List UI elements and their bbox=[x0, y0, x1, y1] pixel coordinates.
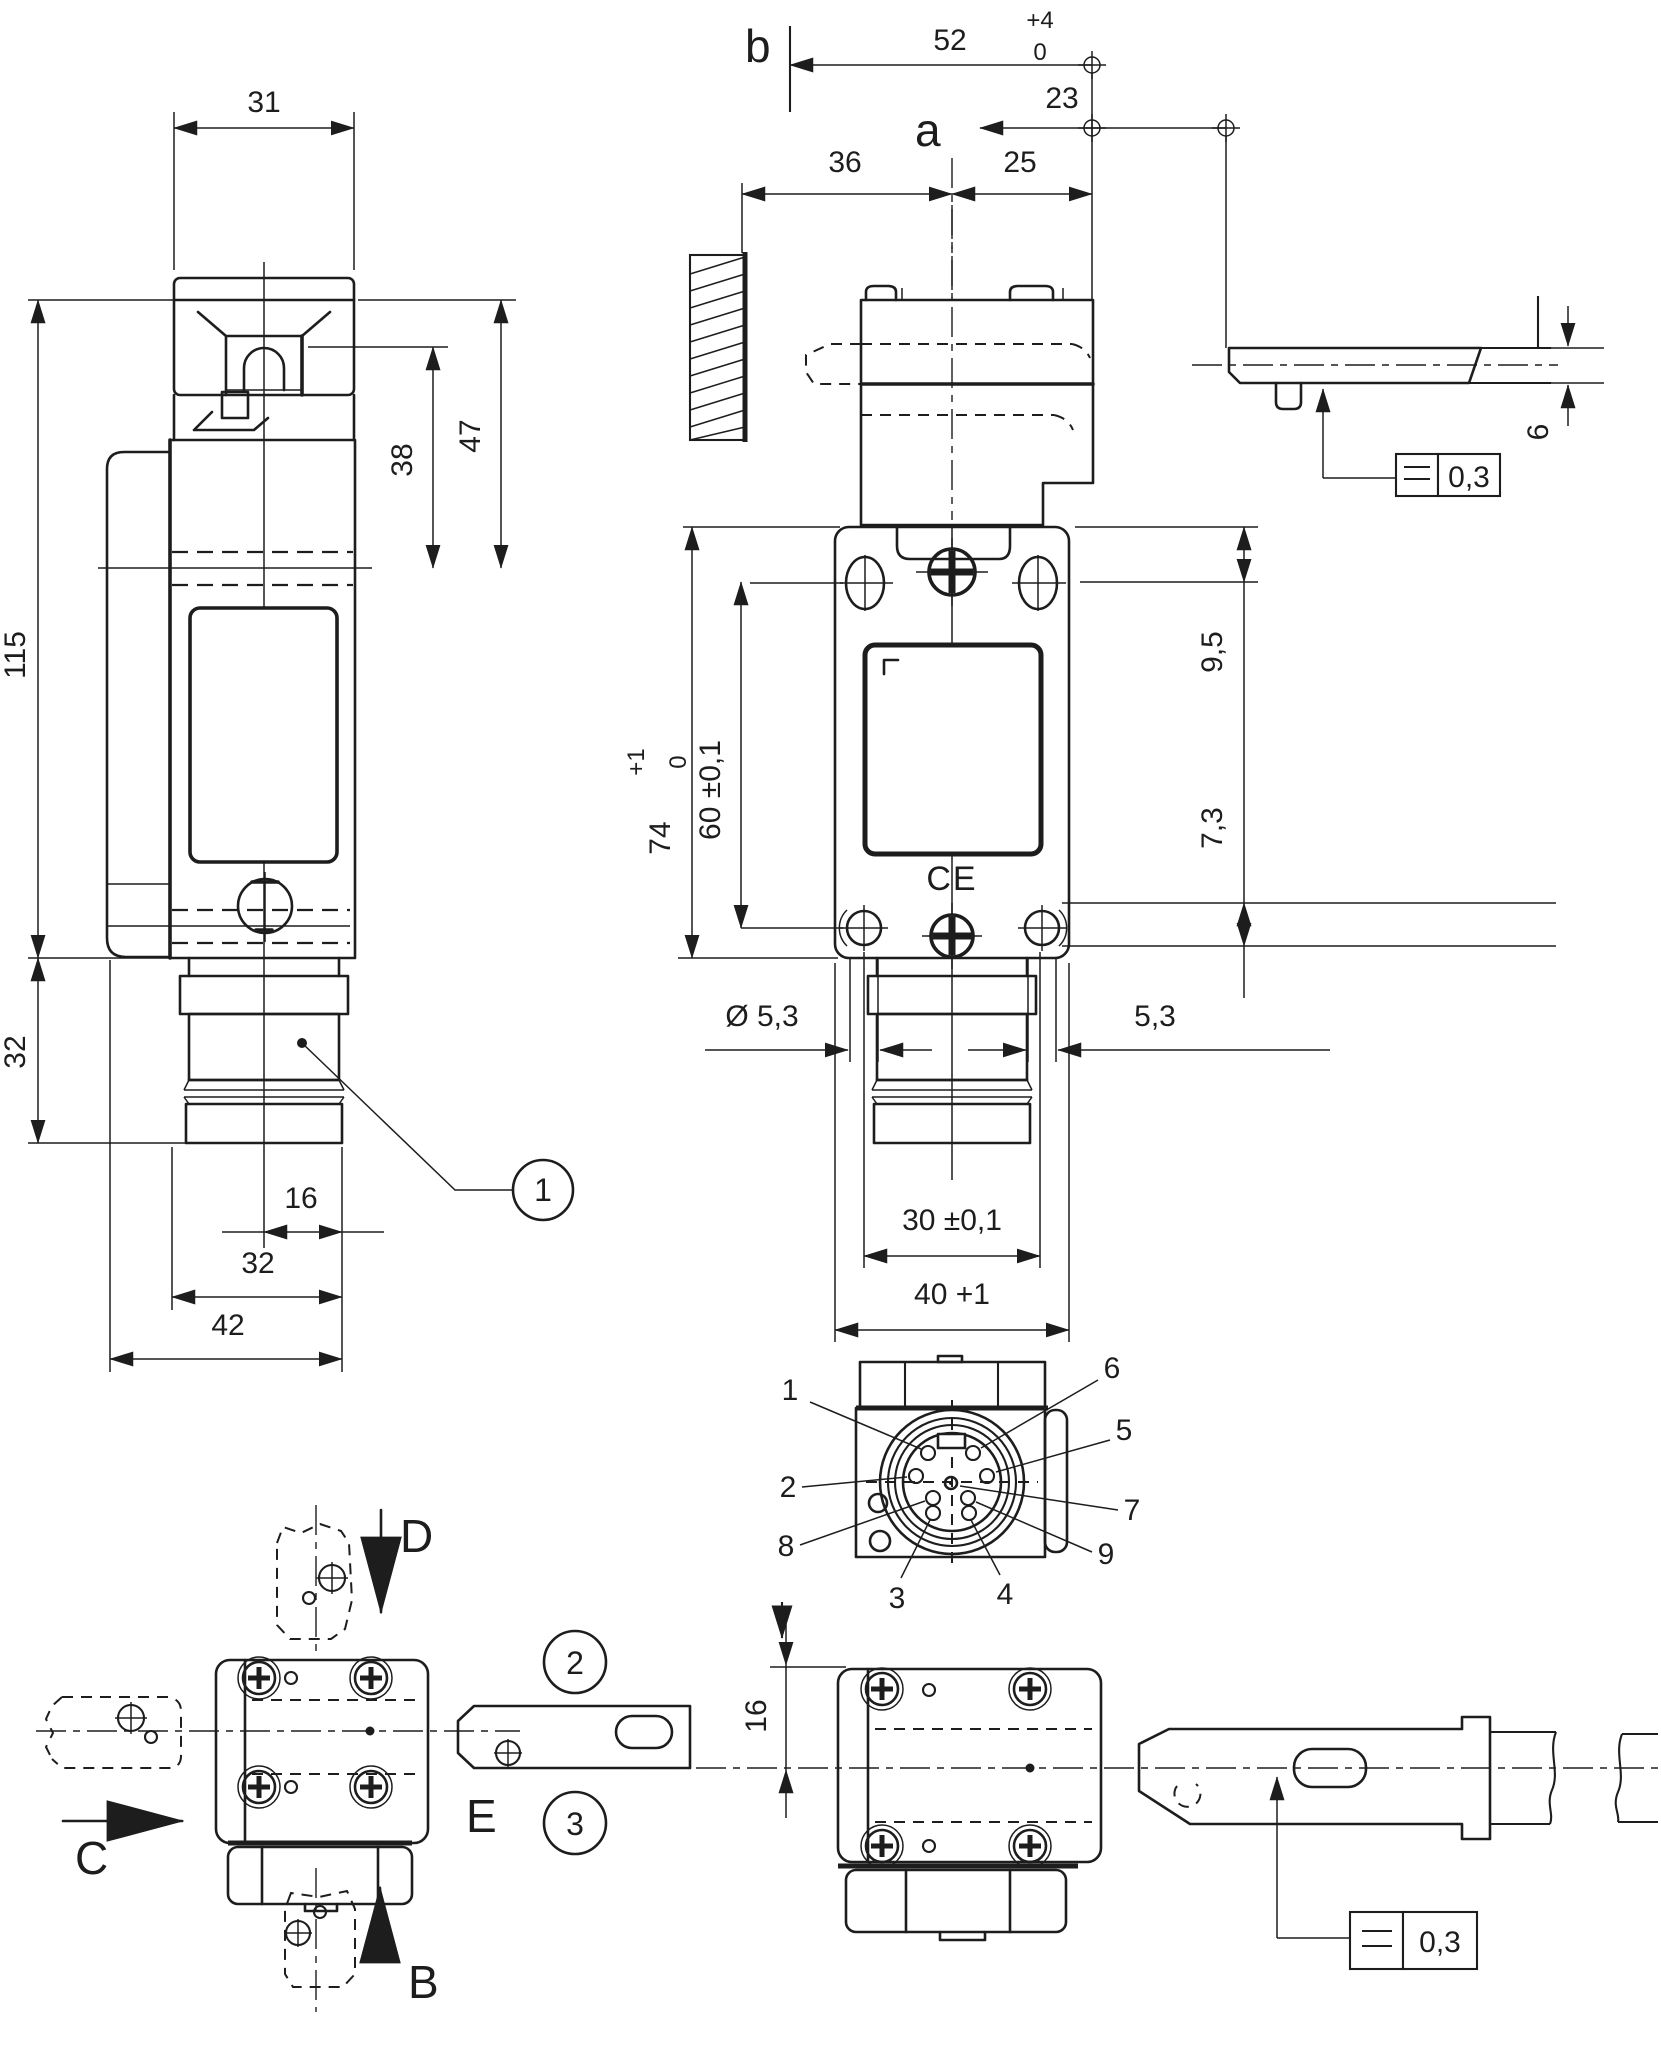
target-symbol-bottom bbox=[284, 1919, 312, 1947]
ref-b-label: b bbox=[745, 20, 771, 72]
pin-label-8: 8 bbox=[778, 1530, 795, 1563]
parallel-lines-icon-2 bbox=[1362, 1929, 1392, 1948]
flatness-value-top: 0,3 bbox=[1448, 461, 1490, 494]
pin-label-4: 4 bbox=[997, 1578, 1014, 1611]
mounting-flange bbox=[105, 450, 172, 959]
head-mechanism bbox=[192, 310, 332, 432]
head-screws bbox=[237, 1656, 393, 1809]
pin-label-1: 1 bbox=[782, 1374, 799, 1407]
head-screw-bottom bbox=[922, 903, 982, 969]
dim-center-offset: 16 bbox=[284, 1182, 317, 1215]
parallel-lines-icon bbox=[1404, 465, 1430, 481]
dim-b-tol-upper: +4 bbox=[1026, 7, 1053, 34]
actuator-phantom-bottom bbox=[284, 1889, 356, 1988]
head-top-view-right bbox=[836, 1667, 1103, 1942]
dim-mount-width: 32 bbox=[241, 1247, 274, 1280]
dim-b-tol-lower: 0 bbox=[1033, 39, 1046, 66]
actuation-view: D bbox=[36, 1505, 692, 2012]
dim-74-tol-lower: 0 bbox=[665, 755, 692, 768]
dim-head-height: 47 bbox=[454, 419, 487, 452]
connector-rings bbox=[878, 1408, 1026, 1556]
head-top-view bbox=[214, 1656, 430, 1913]
dim-hole-to-edge: 7,3 bbox=[1196, 807, 1229, 849]
dim-b: 52 bbox=[933, 24, 966, 57]
dim-body-height-74: 74 bbox=[644, 821, 677, 854]
actuator-bar bbox=[1227, 346, 1483, 385]
actuator-phantom-top bbox=[276, 1522, 354, 1640]
flatness-frame-top: 0,3 bbox=[1394, 452, 1502, 498]
hidden-hole bbox=[1173, 1783, 1202, 1808]
ce-mark: CE bbox=[926, 860, 977, 898]
direction-bottom-label: B bbox=[408, 1956, 439, 2008]
dim-hole-spacing-h: 30 ±0,1 bbox=[902, 1204, 1002, 1237]
flatness-frame-bottom: 0,3 bbox=[1348, 1910, 1479, 1971]
actuator-key-E bbox=[456, 1704, 692, 1770]
pin-label-2: 2 bbox=[780, 1471, 797, 1504]
actuator-top-view: 16 bbox=[594, 1610, 1658, 1971]
dim-body-height: 115 bbox=[0, 631, 32, 679]
connector-keyway bbox=[936, 1432, 967, 1450]
connector-pins bbox=[907, 1444, 996, 1522]
mounting-slot-left bbox=[840, 555, 893, 611]
ref-a-label: a bbox=[915, 104, 941, 156]
datum-target-a1 bbox=[1078, 114, 1106, 142]
target-symbol-top bbox=[316, 1562, 348, 1594]
dim-connector-height: 32 bbox=[0, 1035, 32, 1068]
balloon-1-circle bbox=[511, 1158, 575, 1222]
pin-label-9: 9 bbox=[1098, 1538, 1115, 1571]
connector-stack bbox=[178, 956, 350, 1145]
target-symbol-left bbox=[115, 1702, 147, 1734]
dim-center-offset-right: 16 bbox=[740, 1699, 773, 1732]
dim-hole-width: 5,3 bbox=[1134, 1000, 1176, 1033]
dim-hole-dia: Ø 5,3 bbox=[725, 1000, 798, 1033]
direction-top-label: D bbox=[400, 1510, 433, 1562]
body-cover-window bbox=[188, 606, 339, 864]
balloon-2-circle bbox=[542, 1629, 608, 1695]
dim-74-tol-upper: +1 bbox=[623, 748, 650, 775]
dim-total-width: 42 bbox=[211, 1309, 244, 1342]
connector-stack-center bbox=[866, 956, 1038, 1180]
mounting-slot-right bbox=[1012, 555, 1066, 611]
dim-head-offset: 25 bbox=[1003, 146, 1036, 179]
mounting-view: b 52 +4 0 a 23 36 25 bbox=[623, 7, 1556, 1342]
head-side bbox=[805, 205, 1095, 527]
dim-a: 23 bbox=[1045, 82, 1078, 115]
dim-wall-offset: 36 bbox=[828, 146, 861, 179]
balloon-3-circle bbox=[542, 1790, 608, 1856]
pin-label-5: 5 bbox=[1116, 1414, 1133, 1447]
dim-thickness: 6 bbox=[1522, 424, 1555, 441]
balloon-3: 3 bbox=[566, 1806, 584, 1842]
balloon-2: 2 bbox=[566, 1645, 584, 1681]
pin-label-6: 6 bbox=[1104, 1352, 1121, 1385]
mounting-hole-left bbox=[838, 905, 888, 951]
mounting-hole-right bbox=[1018, 905, 1068, 951]
target-symbol-key bbox=[494, 1739, 522, 1767]
actuator-tab bbox=[1274, 381, 1303, 411]
actuator-phantom-left bbox=[44, 1696, 182, 1769]
actuator-key-side bbox=[1137, 1715, 1658, 1841]
cover-window bbox=[862, 642, 1044, 857]
balloon-1: 1 bbox=[534, 1172, 552, 1208]
dim-body-width: 40 +1 bbox=[914, 1278, 990, 1311]
connector-pinout-view: 1 6 5 2 7 8 9 3 4 bbox=[771, 1352, 1141, 1640]
pin-label-3: 3 bbox=[889, 1582, 906, 1615]
head-screws-right bbox=[860, 1667, 1052, 1868]
pin-label-7: 7 bbox=[1124, 1494, 1141, 1527]
dim-top-to-slot: 9,5 bbox=[1196, 631, 1229, 673]
dim-hole-spacing-v: 60 ±0,1 bbox=[694, 740, 727, 840]
front-view: 31 bbox=[0, 86, 575, 1372]
dim-head-width: 31 bbox=[247, 86, 280, 119]
actuator-label-E: E bbox=[466, 1790, 497, 1842]
head-screw-top bbox=[916, 538, 988, 606]
wall-section bbox=[688, 252, 748, 442]
dim-slot-height: 38 bbox=[386, 443, 419, 476]
key-slot bbox=[1292, 1747, 1368, 1789]
actuator-side-view: 6 0,3 bbox=[1192, 296, 1604, 498]
direction-left-label: C bbox=[75, 1832, 108, 1884]
pin-leader-lines bbox=[799, 1379, 1119, 1579]
switch-head-outline bbox=[172, 276, 356, 397]
flatness-value-bottom: 0,3 bbox=[1419, 1926, 1461, 1959]
